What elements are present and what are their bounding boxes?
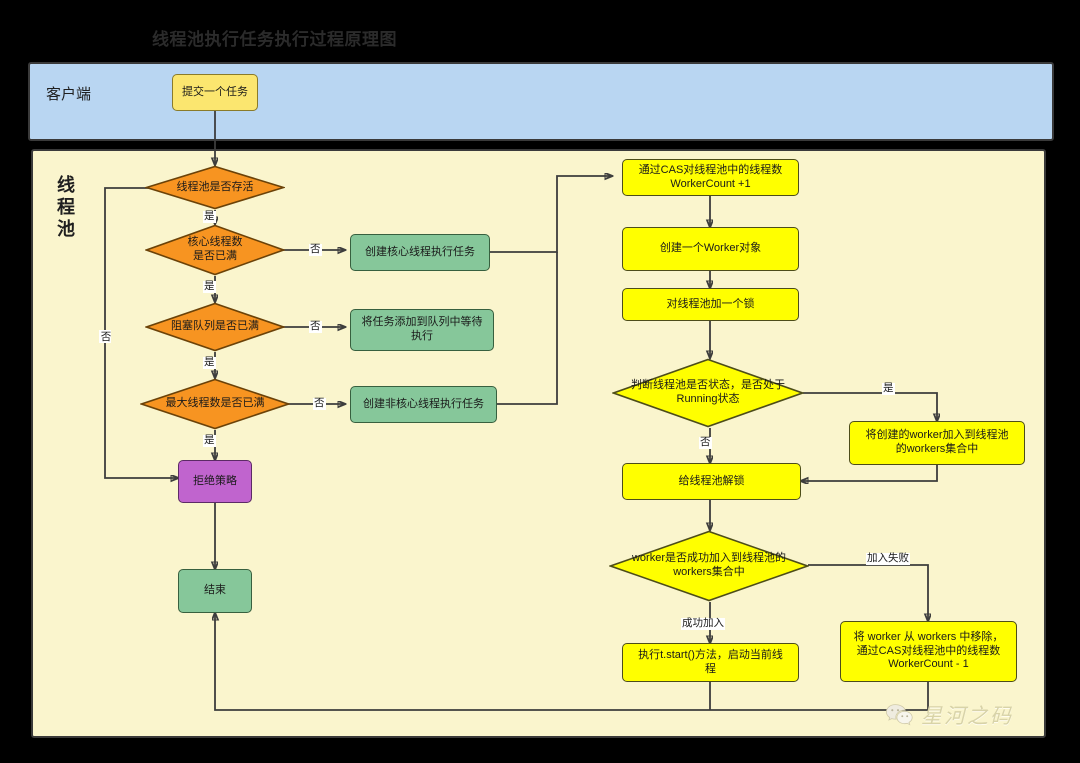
edge-label-queue-no: 否 [309, 320, 322, 333]
node-queue-full-decision[interactable]: 阻塞队列是否已满 [145, 302, 285, 352]
node-create-worker[interactable]: 创建一个Worker对象 [622, 227, 799, 271]
node-add-worker-to-set[interactable]: 将创建的worker加入到线程池 的workers集合中 [849, 421, 1025, 465]
node-pool-alive-decision[interactable]: 线程池是否存活 [145, 165, 285, 210]
node-queue-full-label: 阻塞队列是否已满 [171, 320, 259, 333]
edge-label-max-no: 否 [313, 397, 326, 410]
node-max-full-decision[interactable]: 最大线程数是否已满 [140, 378, 290, 430]
edge-label-alive-no: 否 [99, 330, 112, 343]
edge-label-max-yes: 是 [203, 434, 216, 447]
node-worker-added-label: worker是否成功加入到线程池的 workers集合中 [631, 552, 786, 578]
page-title: 线程池执行任务执行过程原理图 [152, 30, 397, 49]
node-core-full-decision[interactable]: 核心线程数 是否已满 [145, 224, 285, 276]
node-create-noncore-thread[interactable]: 创建非核心线程执行任务 [350, 386, 497, 423]
edge-label-added-success: 成功加入 [681, 617, 725, 630]
node-worker-added-decision[interactable]: worker是否成功加入到线程池的 workers集合中 [609, 530, 809, 602]
node-max-full-label: 最大线程数是否已满 [165, 397, 265, 410]
node-check-running-label: 判断线程池是否状态，是否处于 Running状态 [631, 379, 785, 405]
node-remove-worker[interactable]: 将 worker 从 workers 中移除， 通过CAS对线程池中的线程数 W… [840, 621, 1017, 682]
node-cas-increment[interactable]: 通过CAS对线程池中的线程数 WorkerCount +1 [622, 159, 799, 196]
threadpool-swimlane-label: 线程池 [57, 175, 75, 239]
node-start-thread[interactable]: 执行t.start()方法，启动当前线 程 [622, 643, 799, 682]
edge-label-core-yes: 是 [203, 280, 216, 293]
node-reject-policy[interactable]: 拒绝策略 [178, 460, 252, 503]
node-end[interactable]: 结束 [178, 569, 252, 613]
node-core-full-label: 核心线程数 是否已满 [187, 236, 243, 262]
node-check-running-decision[interactable]: 判断线程池是否状态，是否处于 Running状态 [612, 358, 804, 428]
edge-label-core-no: 否 [309, 243, 322, 256]
node-unlock-pool[interactable]: 给线程池解锁 [622, 463, 801, 500]
edge-label-running-no: 否 [699, 436, 712, 449]
node-submit-task[interactable]: 提交一个任务 [172, 74, 258, 111]
client-swimlane-label: 客户端 [46, 86, 92, 103]
edge-label-queue-yes: 是 [203, 356, 216, 369]
edge-label-running-yes: 是 [882, 382, 895, 395]
node-pool-alive-label: 线程池是否存活 [176, 180, 254, 193]
node-create-core-thread[interactable]: 创建核心线程执行任务 [350, 234, 490, 271]
node-add-to-queue[interactable]: 将任务添加到队列中等待 执行 [350, 309, 494, 351]
node-lock-pool[interactable]: 对线程池加一个锁 [622, 288, 799, 321]
edge-label-alive-yes: 是 [203, 210, 216, 223]
edge-label-added-fail: 加入失败 [866, 552, 910, 565]
